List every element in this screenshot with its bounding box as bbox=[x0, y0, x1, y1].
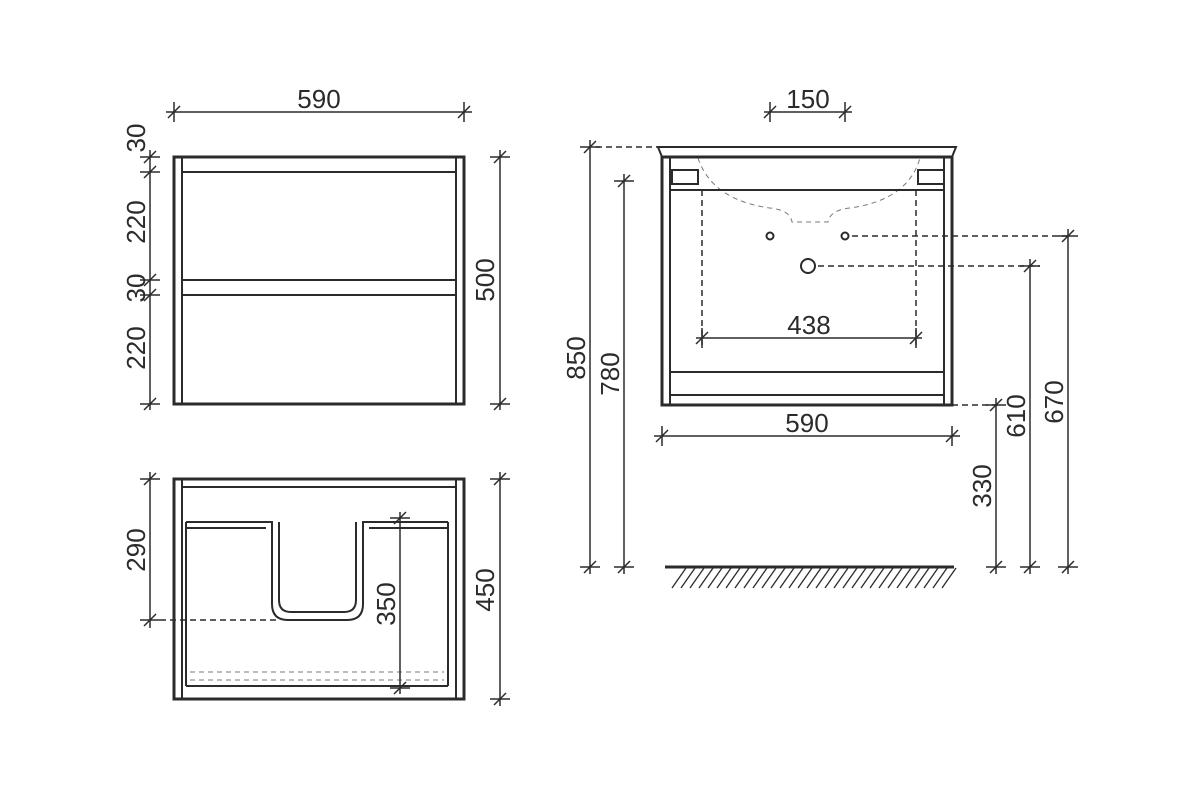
top-drawer-cutout-inner bbox=[186, 522, 448, 613]
floor-hatch-stroke bbox=[716, 567, 732, 589]
supply-hole-left bbox=[765, 231, 775, 241]
floor-hatch-stroke bbox=[896, 567, 912, 589]
floor-hatch-stroke bbox=[752, 567, 768, 589]
top-cabinet-outline bbox=[172, 477, 466, 701]
dim-top-total-depth: 450 bbox=[470, 472, 510, 706]
dim-cabinet-height-label: 780 bbox=[595, 352, 625, 395]
dim-top-total-depth-label: 450 bbox=[470, 568, 500, 611]
floor-hatch-stroke bbox=[761, 567, 777, 589]
floor-hatch-stroke bbox=[815, 567, 831, 589]
dim-front-width: 590 bbox=[166, 84, 472, 122]
dim-front-drawer-top: 220 bbox=[121, 200, 151, 243]
top-drawer-cutout-outer bbox=[186, 521, 448, 621]
floor-hatch-stroke bbox=[734, 567, 750, 589]
install-cabinet-outline bbox=[660, 155, 954, 407]
dim-drain-height: 610 bbox=[1001, 259, 1040, 574]
floor-hatch-stroke bbox=[797, 567, 813, 589]
dim-siphon-width-label: 150 bbox=[786, 84, 829, 114]
dim-top-cutout-depth-label: 290 bbox=[121, 528, 151, 571]
floor-hatch-stroke bbox=[779, 567, 795, 589]
dim-front-width-label: 590 bbox=[297, 84, 340, 114]
floor-hatch-stroke bbox=[689, 567, 705, 589]
floor-hatch-stroke bbox=[878, 567, 894, 589]
dim-siphon-width: 150 bbox=[763, 84, 852, 122]
supply-hole-right bbox=[840, 231, 850, 241]
floor-hatch-stroke bbox=[914, 567, 930, 589]
floor-hatch-stroke bbox=[707, 567, 723, 589]
dim-drain-spacing: 438 bbox=[695, 310, 923, 348]
dim-front-drawer-bottom: 220 bbox=[121, 326, 151, 369]
drain-hole bbox=[800, 258, 816, 274]
dim-top-inner-depth: 350 bbox=[371, 511, 410, 695]
floor-hatch-stroke bbox=[905, 567, 921, 589]
floor-hatch-stroke bbox=[941, 567, 957, 589]
floor-hatch-stroke bbox=[923, 567, 939, 589]
dim-install-width-label: 590 bbox=[785, 408, 828, 438]
front-view: 590 30 220 30 220 500 bbox=[121, 84, 510, 411]
dim-cabinet-height: 780 bbox=[595, 174, 634, 574]
basin-bowl-hidden bbox=[697, 157, 921, 223]
dim-install-width: 590 bbox=[654, 408, 960, 446]
floor-hatch-stroke bbox=[806, 567, 822, 589]
install-right-bracket bbox=[917, 169, 945, 185]
floor-hatch-stroke bbox=[932, 567, 948, 589]
floor-hatch-stroke bbox=[842, 567, 858, 589]
floor-hatch-stroke bbox=[851, 567, 867, 589]
floor-hatch-stroke bbox=[680, 567, 696, 589]
install-left-bracket bbox=[671, 169, 699, 185]
dim-front-left-chain: 30 220 30 220 bbox=[121, 124, 160, 411]
dim-front-top-gap: 30 bbox=[121, 124, 151, 153]
dim-supply-height-label: 670 bbox=[1039, 380, 1069, 423]
floor-hatch-stroke bbox=[698, 567, 714, 589]
floor-hatch-stroke bbox=[770, 567, 786, 589]
floor-hatch-stroke bbox=[860, 567, 876, 589]
dim-top-cutout-depth: 290 bbox=[121, 472, 280, 628]
dim-total-height: 850 bbox=[561, 140, 600, 574]
floor-hatch bbox=[665, 565, 957, 589]
dim-mount-height: 330 bbox=[967, 398, 1006, 574]
floor-hatch-stroke bbox=[743, 567, 759, 589]
dim-total-height-label: 850 bbox=[561, 336, 591, 379]
dim-front-total-height-label: 500 bbox=[470, 258, 500, 301]
floor-hatch-stroke bbox=[671, 567, 687, 589]
front-cabinet-outline bbox=[172, 155, 466, 406]
floor-hatch-stroke bbox=[788, 567, 804, 589]
top-view: 290 350 450 bbox=[121, 472, 510, 706]
dim-front-total-height: 500 bbox=[470, 150, 510, 411]
floor-hatch-stroke bbox=[869, 567, 885, 589]
floor-hatch-stroke bbox=[887, 567, 903, 589]
floor-hatch-stroke bbox=[725, 567, 741, 589]
dim-supply-height: 670 bbox=[1039, 229, 1078, 574]
dim-top-inner-depth-label: 350 bbox=[371, 582, 401, 625]
dim-front-middle-gap: 30 bbox=[121, 274, 151, 303]
floor-hatch-stroke bbox=[824, 567, 840, 589]
floor-hatch-stroke bbox=[833, 567, 849, 589]
dim-mount-height-label: 330 bbox=[967, 464, 997, 507]
dim-drain-spacing-label: 438 bbox=[787, 310, 830, 340]
install-view: 150 438 590 850 bbox=[561, 84, 1078, 589]
dim-drain-height-label: 610 bbox=[1001, 394, 1031, 437]
